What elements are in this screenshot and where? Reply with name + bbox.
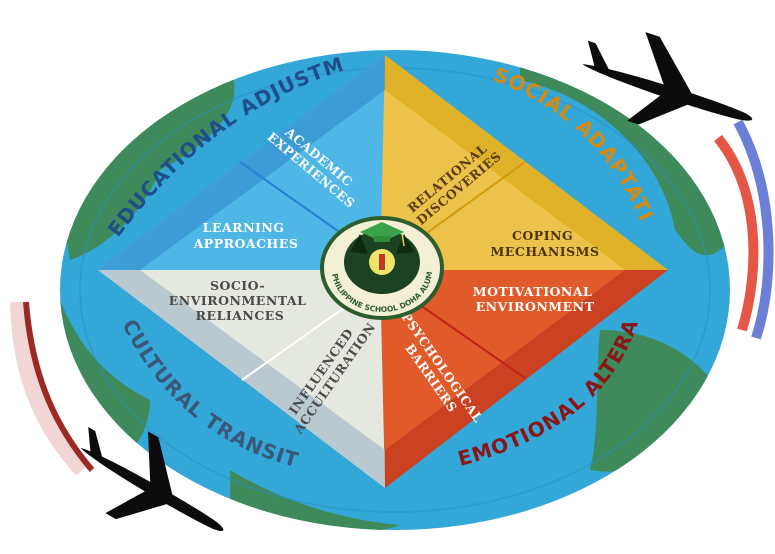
flight-trail-right <box>714 119 774 340</box>
flight-trail-left <box>10 301 95 476</box>
airplane-icon <box>582 32 753 125</box>
graduation-cap-icon <box>360 222 405 247</box>
hexagon-frame <box>98 55 668 488</box>
segment-socio-environmental-reliances: SOCIO- ENVIRONMENTAL RELIANCES <box>169 278 311 323</box>
segment-motivational-environment: MOTIVATIONAL ENVIRONMENT <box>473 284 597 314</box>
airplane-icon <box>80 426 224 531</box>
segment-learning-approaches: LEARNING APPROACHES <box>193 220 299 251</box>
segment-coping-mechanisms: COPING MECHANISMS <box>491 228 600 259</box>
